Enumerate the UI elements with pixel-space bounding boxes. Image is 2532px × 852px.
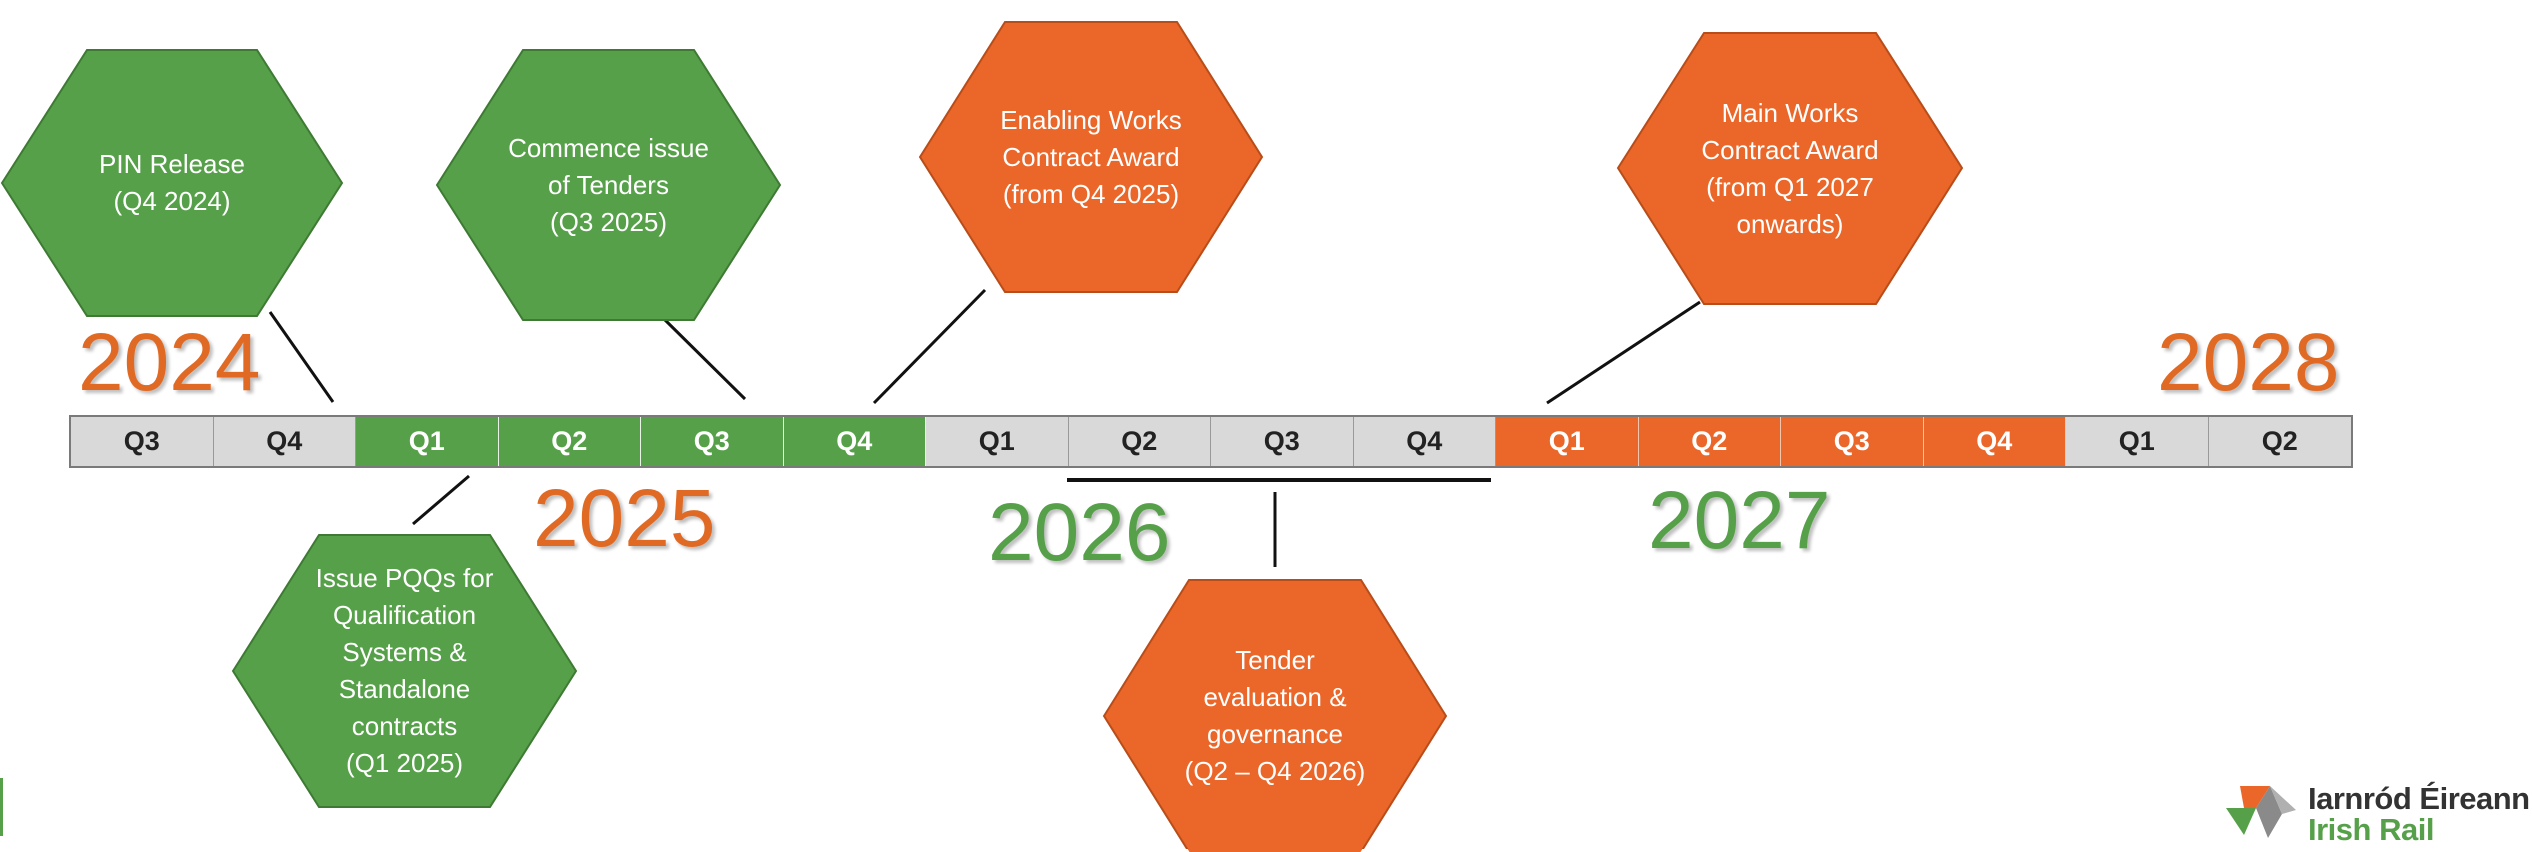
timeline-cell: Q3 bbox=[1781, 417, 1924, 466]
timeline-cell: Q4 bbox=[1923, 417, 2066, 466]
timeline-cell: Q4 bbox=[213, 417, 356, 466]
timeline-cell: Q1 bbox=[2066, 417, 2209, 466]
timeline-cell: Q1 bbox=[926, 417, 1069, 466]
timeline-cell: Q2 bbox=[1638, 417, 1781, 466]
year-2024: 2024 bbox=[78, 317, 261, 408]
timeline-cell: Q1 bbox=[1496, 417, 1639, 466]
timeline-cell: Q4 bbox=[1353, 417, 1496, 466]
year-2027: 2027 bbox=[1648, 475, 1831, 566]
year-2026: 2026 bbox=[988, 487, 1171, 578]
timeline-cell: Q2 bbox=[1068, 417, 1211, 466]
timeline-cell: Q2 bbox=[498, 417, 641, 466]
timeline-cell: Q2 bbox=[2208, 417, 2351, 466]
edge-accent bbox=[0, 778, 3, 836]
year-2025: 2025 bbox=[533, 473, 716, 564]
timeline-cell: Q1 bbox=[356, 417, 499, 466]
irish-rail-logo-text: Iarnród Éireann Irish Rail bbox=[2308, 783, 2530, 845]
timeline-cell: Q3 bbox=[641, 417, 784, 466]
timeline-cell: Q4 bbox=[783, 417, 926, 466]
year-2028: 2028 bbox=[2157, 317, 2340, 408]
timeline-cell: Q3 bbox=[71, 417, 214, 466]
irish-rail-logo-icon bbox=[2226, 786, 2296, 838]
timeline-cell: Q3 bbox=[1211, 417, 1354, 466]
logo-line-1: Iarnród Éireann bbox=[2308, 781, 2530, 816]
logo-line-2: Irish Rail bbox=[2308, 812, 2434, 847]
